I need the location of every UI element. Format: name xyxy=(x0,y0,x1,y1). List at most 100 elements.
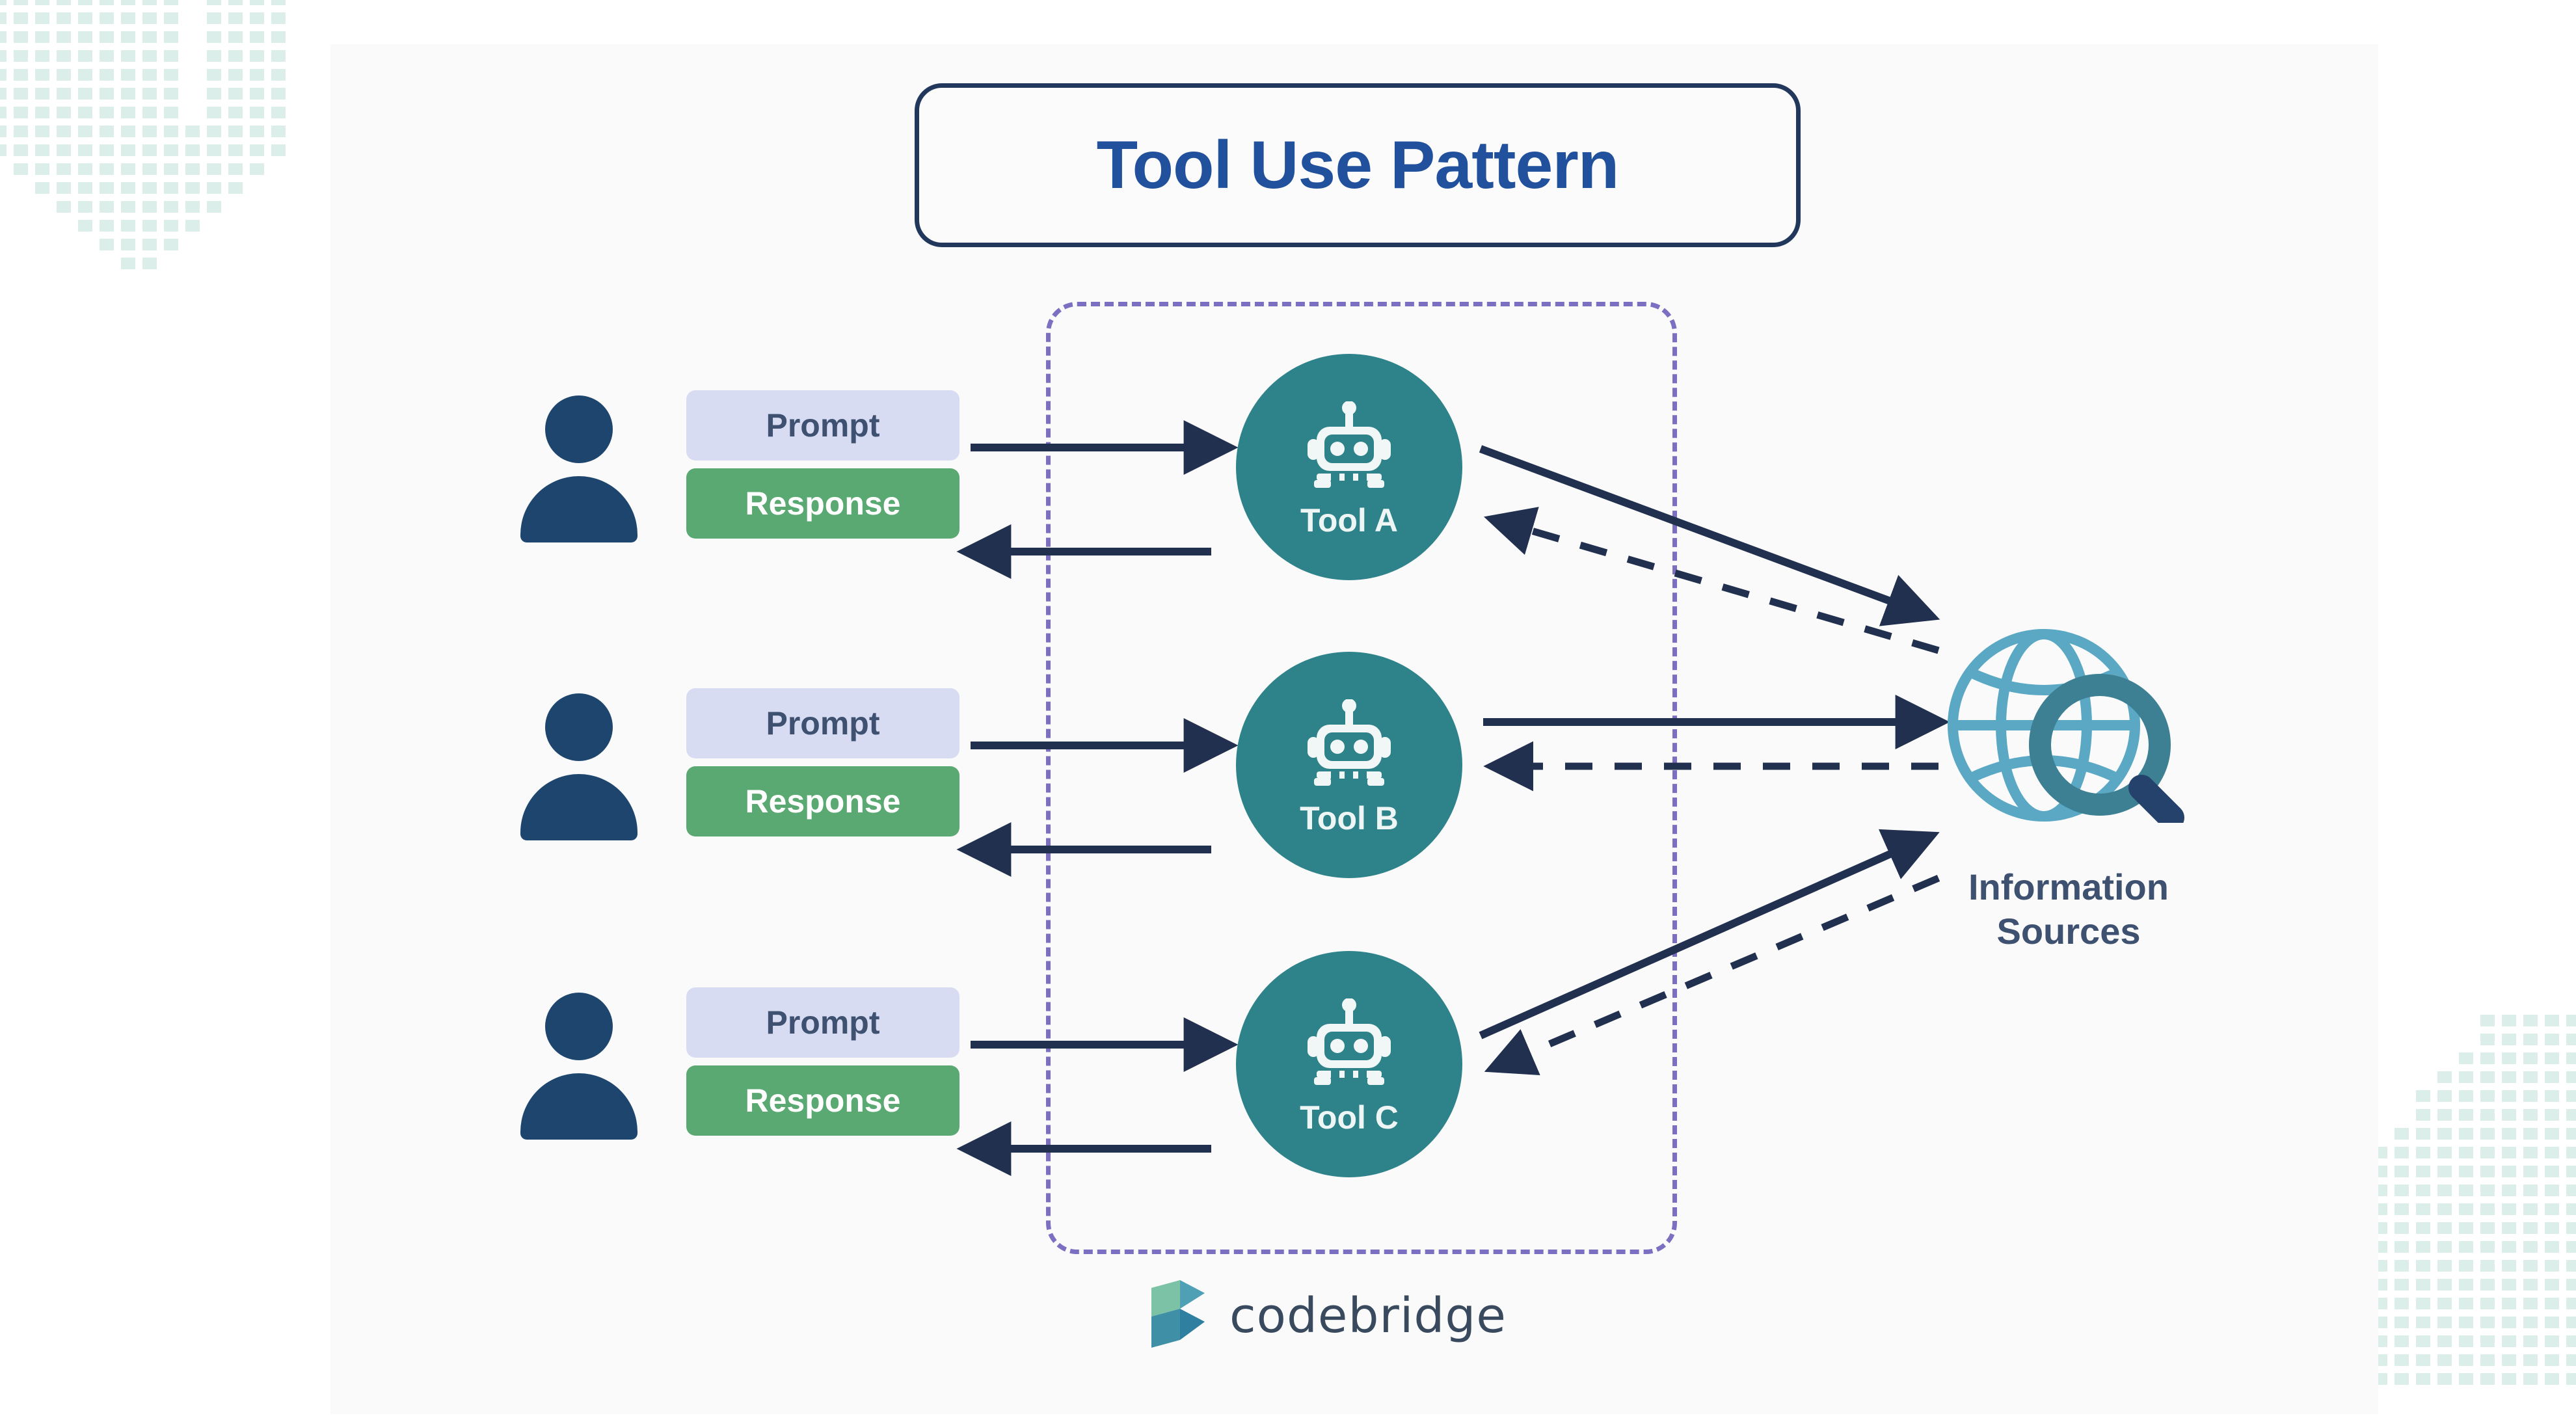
decorative-dot xyxy=(164,144,178,156)
decorative-dot xyxy=(2480,1260,2495,1272)
decorative-dot xyxy=(2480,1071,2495,1083)
decorative-dot xyxy=(2523,1071,2538,1083)
decorative-dot xyxy=(2416,1184,2430,1196)
decorative-dot xyxy=(2545,1335,2559,1347)
prompt-label-b: Prompt xyxy=(766,705,880,742)
response-label-b: Response xyxy=(745,783,901,820)
decorative-dot xyxy=(142,88,157,100)
decorative-dot xyxy=(2480,1203,2495,1215)
decorative-dot xyxy=(121,201,135,213)
decorative-dot xyxy=(2395,1241,2409,1253)
decorative-dot xyxy=(0,31,7,43)
decorative-dot xyxy=(164,239,178,250)
decorative-dot xyxy=(2459,1222,2473,1234)
response-label-a: Response xyxy=(745,485,901,522)
decorative-dot xyxy=(185,126,200,137)
decorative-dot xyxy=(2566,1317,2576,1328)
decorative-dot xyxy=(35,144,49,156)
decorative-dot xyxy=(2502,1147,2516,1158)
response-label-c: Response xyxy=(745,1082,901,1119)
decorative-dot xyxy=(121,69,135,81)
decorative-dot xyxy=(2523,1373,2538,1385)
decorative-dot xyxy=(2416,1298,2430,1309)
decorative-dot xyxy=(35,69,49,81)
person-icon xyxy=(520,693,637,840)
decorative-dot xyxy=(121,50,135,62)
decorative-dot xyxy=(2437,1222,2452,1234)
decorative-dot xyxy=(2480,1241,2495,1253)
decorative-dot xyxy=(35,50,49,62)
tool-node-a[interactable]: Tool A xyxy=(1236,354,1462,580)
decorative-dot xyxy=(2437,1184,2452,1196)
decorative-dot xyxy=(2395,1260,2409,1272)
response-box-a[interactable]: Response xyxy=(686,468,959,539)
decorative-dot xyxy=(2523,1015,2538,1026)
decorative-dot xyxy=(2480,1317,2495,1328)
robot-icon xyxy=(1297,693,1401,796)
decorative-dot xyxy=(2480,1373,2495,1385)
decorative-dot xyxy=(142,12,157,24)
decorative-dot xyxy=(2545,1090,2559,1102)
decorative-dot xyxy=(2523,1034,2538,1045)
decorative-dot xyxy=(2480,1147,2495,1158)
person-body-shape xyxy=(520,1073,637,1140)
decorative-dot xyxy=(228,31,243,43)
tool-label-a: Tool A xyxy=(1300,502,1398,539)
decorative-dot xyxy=(2395,1184,2409,1196)
decorative-dot xyxy=(100,31,114,43)
prompt-box-a[interactable]: Prompt xyxy=(686,390,959,461)
decorative-dot xyxy=(2416,1279,2430,1291)
tool-label-b: Tool B xyxy=(1300,800,1399,836)
decorative-dot xyxy=(0,0,7,5)
decorative-dot xyxy=(78,220,92,232)
decorative-dot xyxy=(14,50,28,62)
decorative-dot xyxy=(2459,1184,2473,1196)
decorative-dot xyxy=(228,0,243,5)
decorative-dot xyxy=(2545,1052,2559,1064)
decorative-dot xyxy=(2395,1354,2409,1366)
person-head-shape xyxy=(545,395,613,463)
decorative-dot xyxy=(250,12,264,24)
decorative-dot xyxy=(100,163,114,175)
tool-node-b[interactable]: Tool B xyxy=(1236,652,1462,878)
decorative-dot xyxy=(2416,1260,2430,1272)
prompt-box-c[interactable]: Prompt xyxy=(686,987,959,1058)
decorative-dot xyxy=(78,201,92,213)
decorative-dot xyxy=(14,107,28,118)
decorative-dot xyxy=(2545,1071,2559,1083)
decorative-dot xyxy=(228,163,243,175)
decorative-dot xyxy=(271,69,286,81)
decorative-dot xyxy=(2502,1241,2516,1253)
decorative-dot xyxy=(100,12,114,24)
tool-node-c[interactable]: Tool C xyxy=(1236,951,1462,1177)
response-box-b[interactable]: Response xyxy=(686,766,959,836)
decorative-dot xyxy=(121,0,135,5)
decorative-dot xyxy=(2459,1166,2473,1177)
decorative-dot xyxy=(100,239,114,250)
decorative-dot xyxy=(2523,1241,2538,1253)
tools-group-container xyxy=(1046,302,1677,1254)
information-sources-node[interactable] xyxy=(1945,628,2186,831)
decorative-dot xyxy=(57,126,71,137)
decorative-dot xyxy=(207,182,221,194)
decorative-dot xyxy=(2437,1203,2452,1215)
information-sources-label: Information Sources xyxy=(1873,865,2264,954)
decorative-dot xyxy=(2566,1335,2576,1347)
tool-row-b: Prompt Response xyxy=(0,652,2381,878)
prompt-label-a: Prompt xyxy=(766,407,880,444)
decorative-dot xyxy=(2480,1052,2495,1064)
response-box-c[interactable]: Response xyxy=(686,1065,959,1136)
decorative-dot xyxy=(2459,1071,2473,1083)
decorative-dot xyxy=(78,126,92,137)
decorative-dot xyxy=(142,144,157,156)
decorative-dot xyxy=(2437,1090,2452,1102)
decorative-dot xyxy=(35,163,49,175)
decorative-dot xyxy=(2502,1317,2516,1328)
prompt-box-b[interactable]: Prompt xyxy=(686,688,959,758)
decorative-dot xyxy=(35,126,49,137)
decorative-dot xyxy=(2480,1109,2495,1121)
decorative-dot xyxy=(2502,1203,2516,1215)
decorative-dot xyxy=(2459,1298,2473,1309)
decorative-dot xyxy=(100,69,114,81)
decorative-dot xyxy=(2416,1335,2430,1347)
